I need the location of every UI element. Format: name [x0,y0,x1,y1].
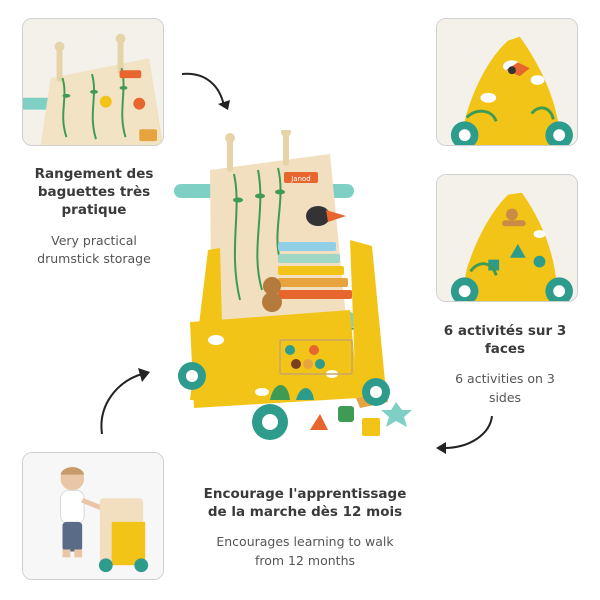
feature-walking-caption: Encourage l'apprentissage de la marche d… [180,485,430,570]
feature-walking-title-fr: Encourage l'apprentissage de la marche d… [203,486,407,521]
feature-walking-text-en: Encourages learning to walk from 12 mont… [216,534,394,568]
brand-logo-text: Janod [290,175,311,183]
feature-activities-title-fr: 6 activités sur 3 faces [443,323,567,358]
feature-storage-title-fr: Rangement des baguettes très pratique [34,166,154,219]
storage-closeup-image [22,18,164,146]
side-view-shapes-image [436,174,578,302]
feature-storage-text-en: Very practical drumstick storage [37,232,151,266]
arrow-to-walker-icon [100,368,150,435]
side-view-toucan-image [436,18,578,146]
toddler-walking-image [22,452,164,580]
feature-storage-caption: Rangement des baguettes très pratique Ve… [20,165,168,268]
activity-walker-main-image: Janod [150,127,440,460]
arrow-to-storage-icon [181,72,230,110]
feature-activities-caption: 6 activités sur 3 faces 6 activities on … [430,322,580,407]
feature-activities-text-en: 6 activities on 3 sides [455,371,555,405]
arrow-to-shapes-icon [436,415,493,454]
